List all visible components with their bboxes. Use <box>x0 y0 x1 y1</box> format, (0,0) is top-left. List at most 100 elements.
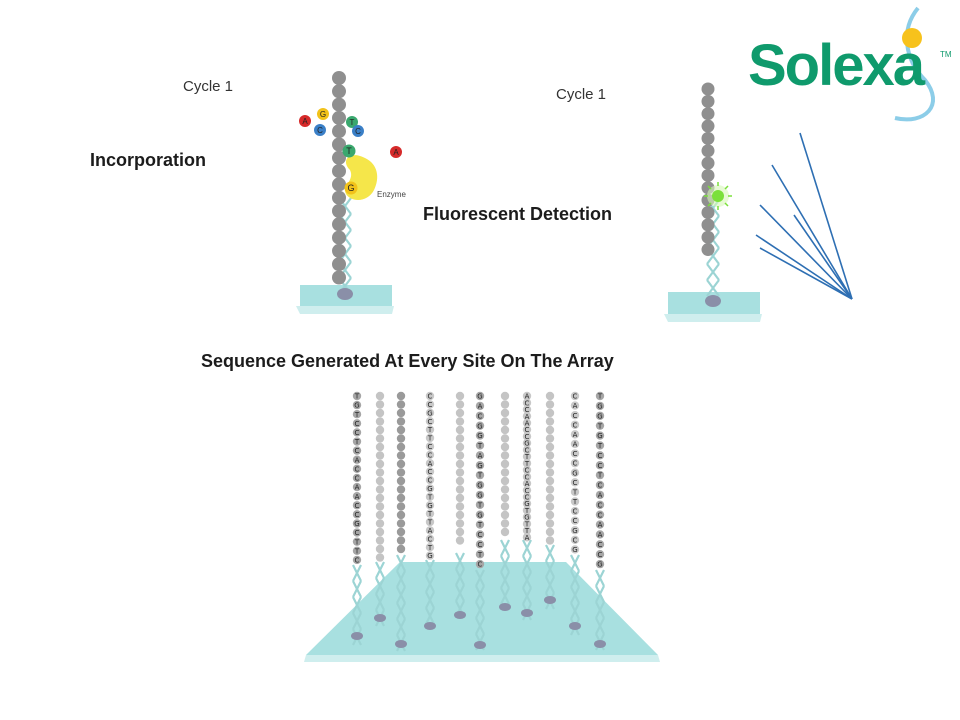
helix-segment <box>375 561 385 579</box>
array-base-letter: G <box>597 561 602 569</box>
array-bead <box>375 510 385 520</box>
array-base-letter: G <box>427 409 432 417</box>
array-anchor <box>424 622 436 630</box>
array-bead <box>545 468 555 477</box>
array-bead <box>500 485 510 494</box>
array-base-letter: A <box>355 456 360 464</box>
array-bead <box>522 519 532 529</box>
array-base-letter: T <box>354 438 360 446</box>
array-bead <box>455 485 465 494</box>
detection-panel <box>664 82 853 322</box>
array-base-letter: G <box>524 500 529 508</box>
array-base-letter: G <box>427 552 432 560</box>
array-base-letter: G <box>477 393 482 401</box>
array-base-letter: C <box>355 447 360 455</box>
bead <box>701 206 715 219</box>
array-bead <box>375 434 385 443</box>
template-strand-right <box>701 82 715 257</box>
array-bead <box>375 493 385 503</box>
array-bead <box>375 451 385 460</box>
array-bead <box>396 536 406 545</box>
array-base-letter: C <box>573 479 578 487</box>
helix-segment <box>595 617 605 635</box>
helix-segment <box>545 560 555 578</box>
array-bead <box>352 482 362 492</box>
array-bead <box>425 509 435 518</box>
helix-segment <box>396 586 406 604</box>
nucleotide-letter: C <box>317 126 323 135</box>
laser-beams <box>755 132 853 300</box>
array-bead <box>425 475 435 485</box>
array-bead <box>475 550 485 559</box>
nucleotide-c <box>314 124 326 136</box>
array-base-letter: C <box>355 429 360 437</box>
array-bead <box>425 391 435 401</box>
array-base-letter: G <box>572 469 577 477</box>
array-base-letter: C <box>525 467 530 475</box>
array-bead <box>396 544 406 554</box>
array-bead <box>396 417 406 426</box>
array-bead <box>396 468 406 477</box>
array-bead <box>522 405 532 414</box>
bead <box>332 243 346 258</box>
array-bead <box>425 534 435 543</box>
array-bead <box>475 480 485 490</box>
array-bead <box>352 391 362 401</box>
array-bead <box>545 451 555 460</box>
laser-beam <box>759 247 853 300</box>
array-bead <box>455 510 465 520</box>
array-bead <box>425 408 435 417</box>
array-bead <box>545 519 555 528</box>
array-panel: TGTCCTCACCAACCGCTTCCCGCTTCCACCGTGTTACTGG… <box>304 391 660 662</box>
array-bead <box>352 546 362 555</box>
array-base-letter: A <box>428 460 433 468</box>
array-bead <box>500 519 510 528</box>
array-bead <box>570 420 580 429</box>
array-base-letter: T <box>524 460 530 468</box>
array-anchor <box>474 641 486 649</box>
array-base-letter: T <box>427 493 433 501</box>
array-base-letter: C <box>428 468 433 476</box>
bead <box>701 144 715 158</box>
array-bead <box>500 459 510 469</box>
array-bead <box>595 470 605 480</box>
bead <box>701 156 715 170</box>
array-bead <box>455 391 465 401</box>
laser-beam <box>799 132 853 300</box>
array-bead <box>425 492 435 501</box>
array-bead <box>375 417 385 426</box>
array-bead <box>545 476 555 486</box>
array-bead <box>545 408 555 418</box>
laser-beam <box>759 204 853 300</box>
array-bead <box>375 527 385 537</box>
helix-segment <box>425 591 435 609</box>
array-bead <box>375 519 385 528</box>
array-bead <box>352 446 362 455</box>
array-bead <box>396 527 406 537</box>
helix-segment <box>475 617 485 635</box>
array-base-letter: C <box>598 551 603 559</box>
array-base-letter: G <box>477 462 482 470</box>
nucleotide-g <box>317 108 329 120</box>
array-base-letter: T <box>354 411 360 419</box>
array-base-letter: G <box>477 422 482 430</box>
array-bead <box>545 536 555 545</box>
array-base-letter: C <box>355 465 360 473</box>
array-base-letter: G <box>477 491 482 499</box>
array-bead <box>570 478 580 487</box>
array-bead <box>375 391 385 401</box>
array-base-letter: T <box>524 507 530 515</box>
helix-segment <box>396 618 406 636</box>
array-bead <box>475 441 485 450</box>
array-base-letter: T <box>524 453 530 461</box>
array-bead <box>396 391 406 401</box>
array-bead <box>522 472 532 481</box>
array-bead <box>545 400 555 409</box>
array-bead <box>425 442 435 451</box>
array-edge <box>304 655 660 662</box>
array-base-letter: C <box>598 541 603 549</box>
array-anchor <box>521 609 533 617</box>
array-bead <box>352 555 362 565</box>
bead <box>332 97 346 112</box>
array-base-letter: C <box>525 487 530 495</box>
